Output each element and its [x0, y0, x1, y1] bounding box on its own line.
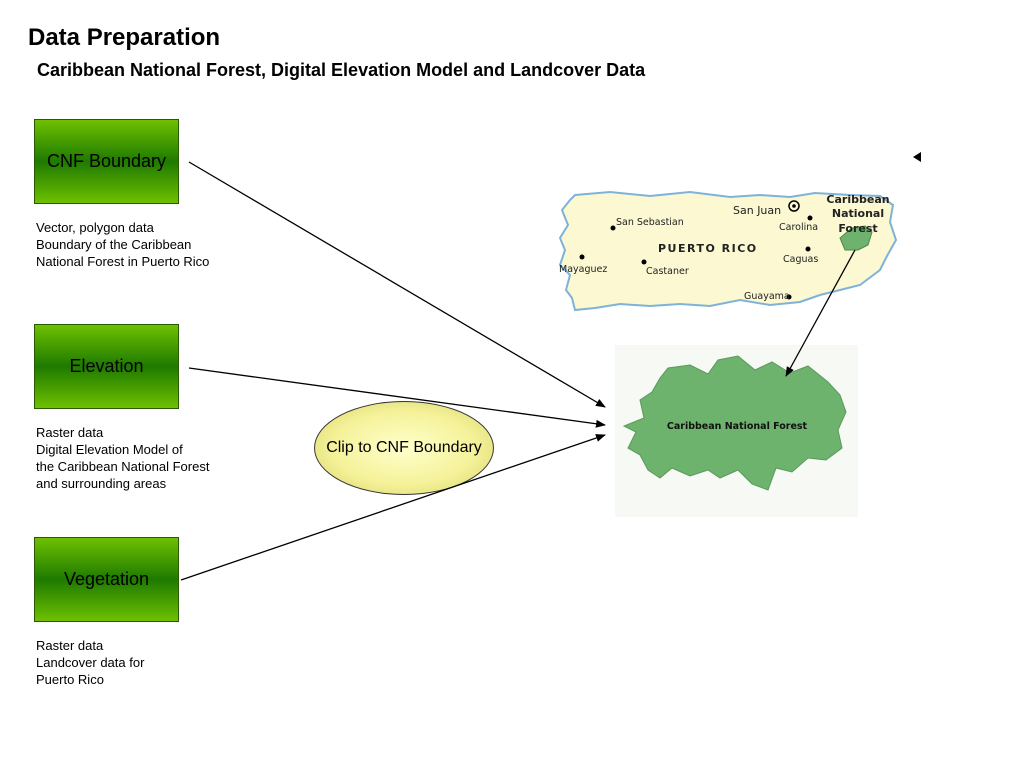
- city-dot: [610, 225, 616, 231]
- description-line: Boundary of the Caribbean: [36, 237, 192, 252]
- description-line: Raster data: [36, 638, 104, 653]
- forest-label-line-1: Caribbean: [826, 193, 889, 206]
- arrow-elevation-to-output: [188, 367, 606, 428]
- clip-process-ellipse: Clip to CNF Boundary: [314, 401, 494, 495]
- description-line: Vector, polygon data: [36, 220, 154, 235]
- city-label-san-juan: San Juan: [733, 204, 781, 217]
- forest-map: Caribbean National Forest: [615, 345, 858, 517]
- clip-process-label: Clip to CNF Boundary: [326, 439, 482, 456]
- page-title: Data Preparation: [28, 24, 221, 51]
- forest-shape: [622, 355, 847, 491]
- city-label-san-sebastian: San Sebastian: [616, 217, 684, 228]
- pointer-triangle-icon: [913, 152, 921, 162]
- cnf-boundary-description: Vector, polygon data Boundary of the Car…: [36, 219, 209, 270]
- page-subtitle: Caribbean National Forest, Digital Eleva…: [37, 60, 646, 80]
- city-dot: [641, 259, 647, 265]
- puerto-rico-map: San Juan San Sebastian Carolina PUERTO R…: [558, 190, 898, 312]
- island-label: PUERTO RICO: [658, 242, 758, 255]
- elevation-box: Elevation: [34, 324, 179, 409]
- description-line: Digital Elevation Model of: [36, 442, 183, 457]
- forest-region: [839, 225, 873, 251]
- elevation-description: Raster data Digital Elevation Model of t…: [36, 424, 209, 492]
- vegetation-label: Vegetation: [63, 569, 150, 589]
- arrow-cnf-to-output: [188, 161, 606, 408]
- city-dot: [786, 294, 792, 300]
- description-line: and surrounding areas: [36, 476, 167, 491]
- city-dot: [805, 246, 811, 252]
- description-line: National Forest in Puerto Rico: [36, 254, 210, 269]
- city-label-mayaguez: Mayaguez: [559, 264, 607, 275]
- city-label-guayama: Guayama: [744, 291, 790, 302]
- arrow-vegetation-to-output: [180, 434, 606, 581]
- city-label-carolina: Carolina: [779, 222, 818, 233]
- puerto-rico-island: [558, 190, 898, 312]
- cnf-boundary-label: CNF Boundary: [46, 151, 167, 171]
- capital-marker-icon: [788, 200, 800, 212]
- city-label-castaner: Castaner: [646, 266, 689, 277]
- elevation-label: Elevation: [69, 356, 144, 376]
- vegetation-box: Vegetation: [34, 537, 179, 622]
- description-line: Puerto Rico: [36, 672, 104, 687]
- city-dot: [807, 215, 813, 221]
- description-line: Landcover data for: [36, 655, 145, 670]
- vegetation-description: Raster data Landcover data for Puerto Ri…: [36, 637, 144, 688]
- forest-map-label: Caribbean National Forest: [667, 421, 808, 432]
- description-line: the Caribbean National Forest: [36, 459, 210, 474]
- forest-label-line-3: Forest: [838, 222, 877, 235]
- arrow-region-to-forest: [785, 249, 856, 377]
- cnf-boundary-box: CNF Boundary: [34, 119, 179, 204]
- forest-label-line-2: National: [832, 207, 884, 220]
- description-line: Raster data: [36, 425, 104, 440]
- city-dot: [579, 254, 585, 260]
- city-label-caguas: Caguas: [783, 254, 818, 265]
